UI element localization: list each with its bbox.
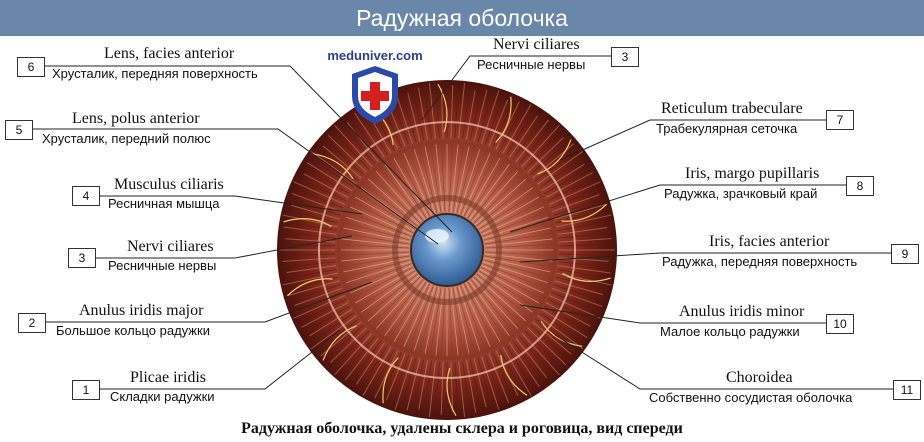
label-ru-anulus-iridis-minor: Малое кольцо радужки: [660, 324, 800, 339]
label-latin-lens-facies-anterior: Lens, facies anterior: [104, 45, 235, 62]
label-ru-plicae-iridis: Складки радужки: [110, 389, 215, 404]
label-ru-reticulum-trabeculare: Трабекулярная сеточка: [656, 121, 798, 136]
label-ru-musculus-ciliaris: Ресничная мышца: [108, 196, 220, 211]
label-latin-nervi-ciliares-right: Nervi ciliares: [493, 36, 580, 53]
label-number-8: 8: [846, 176, 874, 196]
lens-highlight: [425, 229, 449, 243]
label-latin-lens-polus-anterior: Lens, polus anterior: [72, 110, 200, 127]
label-latin-anulus-iridis-minor: Anulus iridis minor: [679, 303, 805, 320]
watermark-logo: meduniver.com: [322, 48, 428, 128]
label-number-3-right: 3: [611, 47, 639, 67]
label-latin-nervi-ciliares-left: Nervi ciliares: [127, 238, 214, 255]
title-bar: [0, 0, 924, 36]
label-latin-reticulum-trabeculare: Reticulum trabeculare: [661, 100, 803, 117]
label-latin-anulus-iridis-major: Anulus iridis major: [79, 302, 204, 319]
trabecular-meshwork: [318, 121, 576, 379]
label-ru-iris-margo-pupillaris: Радужка, зрачковый край: [664, 186, 818, 201]
label-number-1: 1: [72, 380, 100, 400]
label-ru-iris-facies-anterior: Радужка, передняя поверхность: [662, 254, 858, 269]
pupil-lens: [410, 213, 484, 287]
label-latin-iris-facies-anterior: Iris, facies anterior: [709, 233, 830, 250]
label-number-11: 11: [893, 380, 921, 400]
label-ru-lens-polus-anterior: Хрусталик, передний полюс: [42, 131, 211, 146]
label-number-10: 10: [826, 314, 854, 334]
label-number-3-left: 3: [68, 248, 96, 268]
anulus-iridis-minor: [392, 195, 502, 305]
label-ru-nervi-ciliares-right: Ресничные нервы: [477, 57, 586, 72]
leader-lines: [32, 55, 893, 390]
label-ru-anulus-iridis-major: Большое кольцо радужки: [56, 323, 210, 338]
label-latin-choroidea: Choroidea: [726, 369, 793, 386]
label-number-4: 4: [72, 186, 100, 206]
label-latin-musculus-ciliaris: Musculus ciliaris: [114, 176, 224, 193]
label-ru-lens-facies-anterior: Хрусталик, передняя поверхность: [52, 66, 258, 81]
label-ru-choroidea: Собственно сосудистая оболочка: [649, 390, 853, 405]
watermark-text: meduniver.com: [327, 48, 423, 63]
figure-caption: Радужная оболочка, удалены склера и рого…: [241, 420, 683, 437]
label-number-6: 6: [17, 57, 45, 77]
shield-cross-icon: [352, 66, 398, 124]
page-title: Радужная оболочка: [356, 5, 568, 31]
label-latin-iris-margo-pupillaris: Iris, margo pupillaris: [685, 165, 820, 182]
label-latin-plicae-iridis: Plicae iridis: [130, 369, 206, 386]
label-number-2: 2: [18, 313, 46, 333]
label-number-7: 7: [826, 110, 854, 130]
label-number-9: 9: [891, 244, 919, 264]
label-number-5: 5: [5, 120, 33, 140]
label-ru-nervi-ciliares-left: Ресничные нервы: [108, 258, 217, 273]
